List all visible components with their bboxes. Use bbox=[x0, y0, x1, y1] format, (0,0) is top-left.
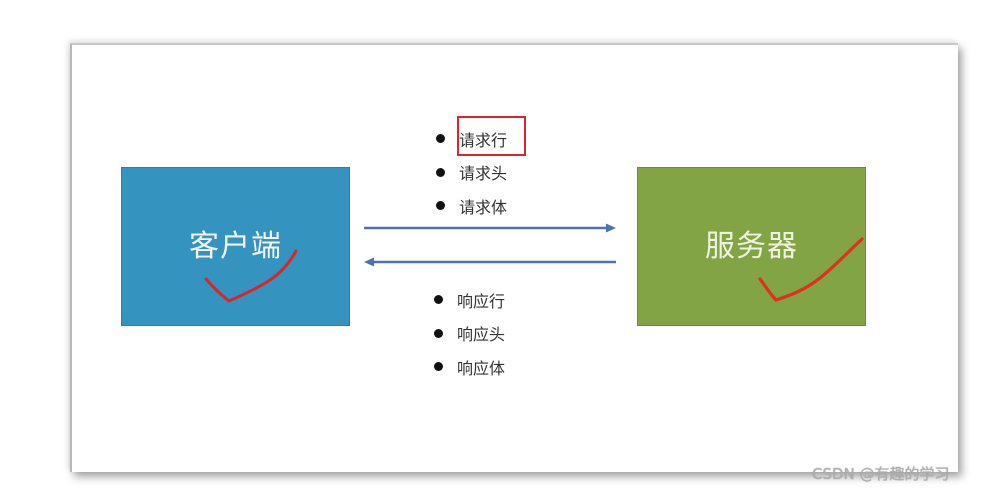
request-body-label: 请求体 bbox=[459, 197, 508, 217]
server-label: 服务器 bbox=[705, 228, 798, 264]
response-body-label: 响应体 bbox=[457, 358, 506, 378]
bullet-icon bbox=[436, 201, 445, 211]
request-parts-list: 请求行 请求头 请求体 bbox=[436, 122, 507, 223]
list-item: 请求行 bbox=[436, 122, 507, 156]
request-header-label: 请求头 bbox=[459, 164, 508, 184]
request-line-label: 请求行 bbox=[459, 130, 508, 150]
server-box: 服务器 bbox=[637, 167, 866, 326]
request-arrow-icon bbox=[364, 223, 616, 233]
list-item: 请求体 bbox=[436, 189, 507, 223]
client-label: 客户端 bbox=[189, 228, 282, 264]
bullet-icon bbox=[436, 167, 445, 177]
response-arrow-icon bbox=[364, 257, 616, 267]
list-item: 响应头 bbox=[434, 317, 505, 351]
watermark-text: CSDN @有趣的学习 bbox=[812, 465, 950, 483]
bullet-icon bbox=[434, 362, 443, 372]
checkmark-icon bbox=[758, 237, 864, 302]
bullet-icon bbox=[434, 328, 443, 338]
list-item: 响应行 bbox=[434, 283, 505, 317]
checkmark-icon bbox=[204, 249, 298, 303]
highlight-box bbox=[457, 116, 526, 156]
bullet-icon bbox=[434, 295, 443, 305]
response-header-label: 响应头 bbox=[457, 325, 506, 345]
list-item: 请求头 bbox=[436, 156, 507, 190]
response-line-label: 响应行 bbox=[457, 291, 506, 311]
list-item: 响应体 bbox=[434, 350, 505, 384]
bullet-icon bbox=[436, 134, 445, 144]
response-parts-list: 响应行 响应头 响应体 bbox=[434, 283, 505, 384]
